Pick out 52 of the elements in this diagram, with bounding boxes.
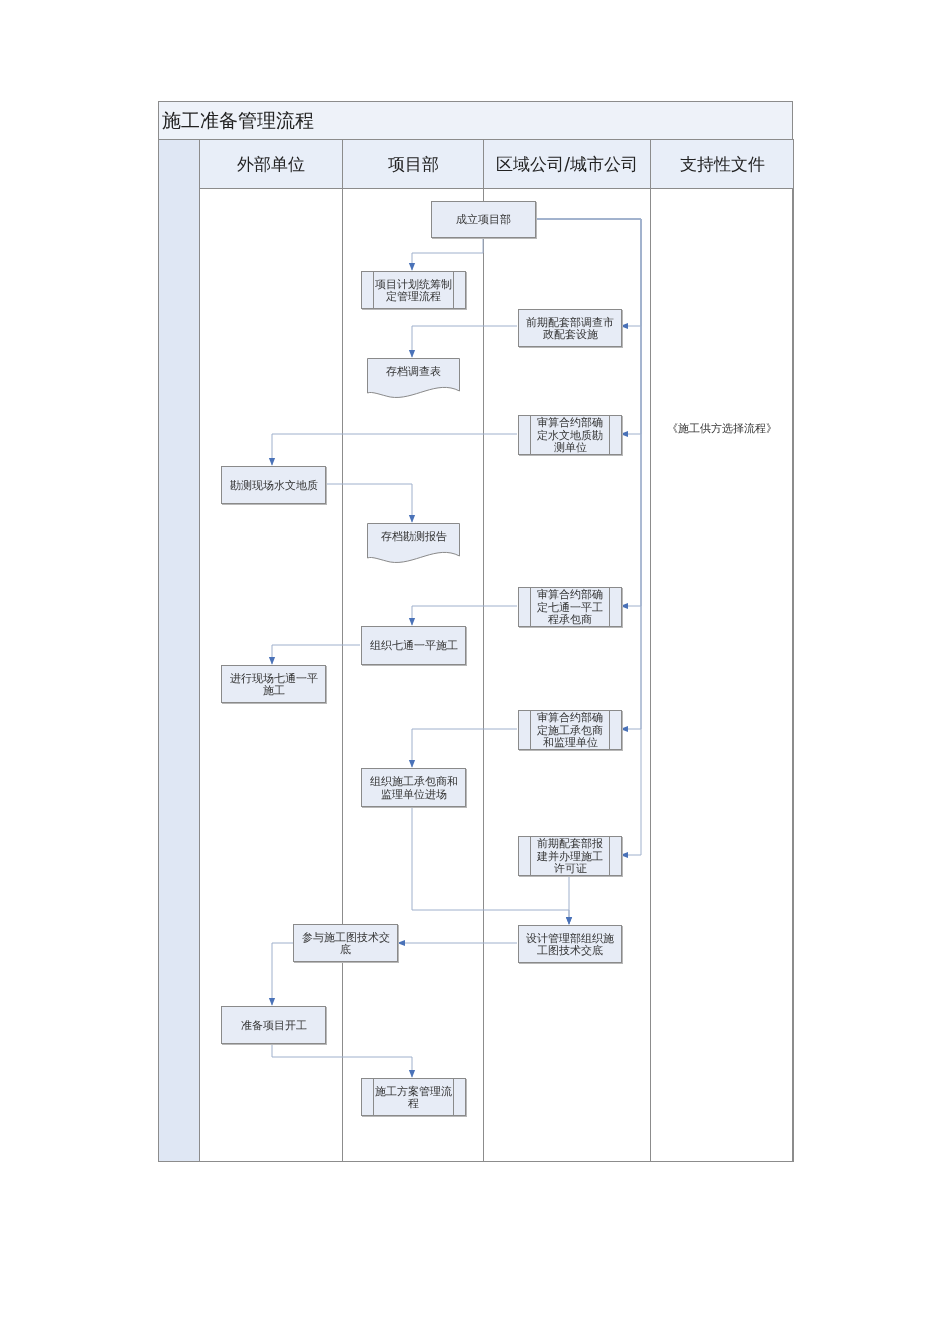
node-text: 前期配套部报建并办理施工许可证 [536,837,604,875]
node-text: 进行现场七通一平施工 [228,671,319,697]
node-text: 施工方案管理流程 [375,1084,452,1110]
connector-arrow [324,483,416,523]
lane-header: 外部单位 [200,140,342,189]
node-text: 准备项目开工 [240,1018,307,1032]
connector-arrow [268,644,361,665]
node-text: 项目计划统筹制定管理流程 [375,277,452,303]
node-text: 组织施工承包商和监理单位进场 [368,775,459,800]
connector-arrow [408,237,484,271]
process-box [361,626,466,665]
lane-header: 项目部 [343,140,483,189]
subprocess-box [518,836,622,876]
process-box [221,1006,326,1044]
subprocess-box [361,271,466,309]
node-text: 组织七通一平施工 [369,639,458,652]
subprocess-box [361,1078,466,1116]
node-text: 存档调查表 [386,365,441,378]
process-box [221,466,326,504]
process-box [221,665,326,703]
process-box [361,768,466,807]
node-text: 设计管理部组织施工图技术交底 [525,931,615,957]
connector-arrow [268,942,294,1006]
document-shape [367,523,460,564]
connector-arrow [408,605,518,626]
node-text: 审算合约部确定水文地质勘测单位 [536,416,604,454]
node-text: 审算合约部确定七通一平工程承包商 [536,588,604,626]
node-text: 成立项目部 [456,213,511,226]
node-text: 勘测现场水文地质 [229,478,318,492]
subprocess-box [518,587,622,627]
diagram-title: 施工准备管理流程 [158,101,793,140]
subprocess-box [518,710,622,750]
subprocess-box [518,415,622,455]
lane-header: 支持性文件 [651,140,793,189]
swimlane [650,139,794,1162]
process-box [431,201,536,238]
connector-arrow [268,433,518,466]
process-box [518,309,622,347]
process-box [293,924,398,962]
note-text: 《施工供方选择流程》 [665,422,778,436]
connector-arrow [271,1042,416,1078]
node-text: 审算合约部确定施工承包商和监理单位 [536,711,604,749]
document-shape [367,358,460,399]
process-box [518,925,622,963]
connector-arrow [565,874,573,925]
node-text: 参与施工图技术交底 [300,930,391,956]
connector-arrow [408,728,518,768]
node-text: 存档勘测报告 [380,530,447,543]
connector-arrow [397,939,518,947]
lane-header: 区域公司/城市公司 [484,140,650,189]
connector-arrow [408,325,518,358]
node-text: 前期配套部调查市政配套设施 [525,315,615,341]
